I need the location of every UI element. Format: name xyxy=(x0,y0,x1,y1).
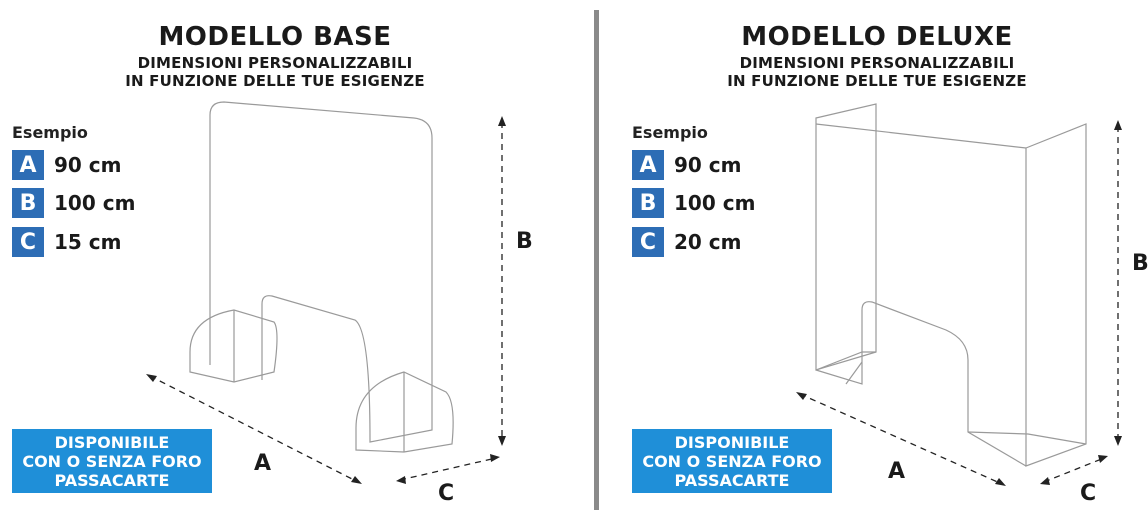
spec-b-value: 100 cm xyxy=(54,191,136,215)
spec-a-value: 90 cm xyxy=(674,153,742,177)
deluxe-front-cutout xyxy=(815,301,1027,467)
dim-label-a: A xyxy=(888,459,905,484)
spec-b-row: B 100 cm xyxy=(12,188,135,218)
spec-c-value: 15 cm xyxy=(54,230,122,254)
spec-c-value: 20 cm xyxy=(674,230,742,254)
panel-title: MODELLO DELUXE xyxy=(741,22,1013,52)
arrow-b-start xyxy=(1114,120,1122,130)
dim-label-a: A xyxy=(254,451,271,476)
spec-c-row: C 20 cm xyxy=(632,227,742,257)
spec-b-value: 100 cm xyxy=(674,191,756,215)
panel-subtitle-line2: IN FUNZIONE DELLE TUE ESIGENZE xyxy=(125,72,425,90)
deluxe-right-wing xyxy=(1025,123,1087,467)
spec-a-value: 90 cm xyxy=(54,153,122,177)
availability-line2: CON O SENZA FORO xyxy=(22,451,202,471)
arrow-a-start xyxy=(146,374,157,382)
arrow-a-start xyxy=(796,392,807,400)
panel-subtitle-line2: IN FUNZIONE DELLE TUE ESIGENZE xyxy=(727,72,1027,90)
availability-line3: PASSACARTE xyxy=(674,470,790,490)
availability-badge: DISPONIBILE CON O SENZA FORO PASSACARTE xyxy=(12,429,212,493)
dim-label-b: B xyxy=(1132,251,1148,276)
arrow-a-end xyxy=(995,478,1006,486)
dim-line-c xyxy=(399,457,497,481)
dim-label-b: B xyxy=(516,229,533,254)
availability-line1: DISPONIBILE xyxy=(54,432,170,452)
spec-b-badge: B xyxy=(12,188,44,218)
spec-c-badge: C xyxy=(12,227,44,257)
arrow-c-end xyxy=(1098,455,1108,463)
arrow-c-start xyxy=(396,476,406,484)
panel-title: MODELLO BASE xyxy=(158,22,392,52)
base-left-foot xyxy=(189,309,278,383)
panel-subtitle-line1: DIMENSIONI PERSONALIZZABILI xyxy=(137,54,413,72)
modello-deluxe-panel: MODELLO DELUXE DIMENSIONI PERSONALIZZABI… xyxy=(600,0,1148,510)
arrow-b-end xyxy=(498,436,506,446)
panel-subtitle-line1: DIMENSIONI PERSONALIZZABILI xyxy=(739,54,1015,72)
dim-line-a xyxy=(799,393,1003,485)
dim-line-a xyxy=(149,375,359,483)
example-label: Esempio xyxy=(632,123,708,142)
spec-a-badge: A xyxy=(12,150,44,180)
availability-line1: DISPONIBILE xyxy=(674,432,790,452)
spec-a-row: A 90 cm xyxy=(12,150,122,180)
example-label: Esempio xyxy=(12,123,88,142)
availability-badge: DISPONIBILE CON O SENZA FORO PASSACARTE xyxy=(632,429,832,493)
dim-line-c xyxy=(1043,457,1105,483)
arrow-c-start xyxy=(1040,477,1050,485)
spec-c-badge: C xyxy=(632,227,664,257)
deluxe-screen-drawing: A B C xyxy=(796,103,1148,506)
modello-base-panel: MODELLO BASE DIMENSIONI PERSONALIZZABILI… xyxy=(12,22,533,506)
availability-line2: CON O SENZA FORO xyxy=(642,451,822,471)
base-panel-outline xyxy=(209,101,433,443)
spec-b-row: B 100 cm xyxy=(632,188,755,218)
deluxe-left-wing xyxy=(815,103,877,371)
panel-divider xyxy=(594,10,599,510)
spec-c-row: C 15 cm xyxy=(12,227,122,257)
arrow-b-start xyxy=(498,116,506,126)
dim-label-c: C xyxy=(1080,481,1096,506)
arrow-b-end xyxy=(1114,436,1122,446)
arrow-c-end xyxy=(490,454,500,462)
dim-label-c: C xyxy=(438,481,454,506)
spec-a-badge: A xyxy=(632,150,664,180)
spec-a-row: A 90 cm xyxy=(632,150,742,180)
base-screen-drawing: A B C xyxy=(146,101,533,506)
arrow-a-end xyxy=(351,476,362,484)
spec-b-badge: B xyxy=(632,188,664,218)
availability-line3: PASSACARTE xyxy=(54,470,170,490)
